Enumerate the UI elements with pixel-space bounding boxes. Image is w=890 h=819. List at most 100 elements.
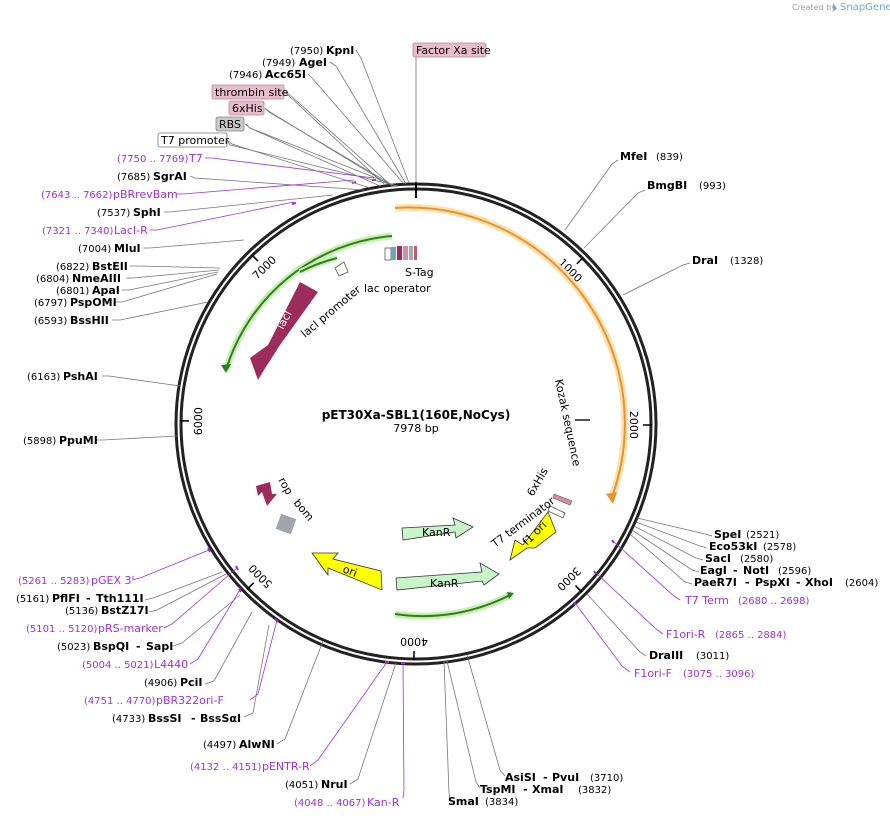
kanr-arrow-2[interactable] bbox=[395, 562, 500, 591]
enzyme-name[interactable]: EagI bbox=[700, 564, 727, 577]
enzyme-name-3[interactable]: XhoI bbox=[805, 576, 833, 589]
enzyme-name-2[interactable]: XmaI bbox=[532, 783, 563, 796]
primer-name[interactable]: L4440 bbox=[154, 658, 188, 671]
bottom-green-glow bbox=[394, 590, 514, 620]
leader-lines-bottom bbox=[443, 654, 506, 801]
his6-label: 6xHis bbox=[524, 465, 551, 498]
enzyme-name[interactable]: SmaI bbox=[448, 795, 479, 808]
lacI-green-arrowhead-icon bbox=[221, 364, 231, 373]
primer-name[interactable]: pBRrevBam bbox=[113, 188, 178, 201]
enzyme-pos: (7004) bbox=[78, 244, 111, 255]
primer-name[interactable]: Kan-R bbox=[367, 796, 400, 809]
kanr-arrow-1[interactable] bbox=[401, 517, 474, 541]
enzyme-name-2[interactable]: NotI bbox=[743, 564, 769, 577]
enzyme-name[interactable]: TspMI bbox=[480, 783, 516, 796]
enzyme-name[interactable]: AsiSI bbox=[505, 771, 536, 784]
thrombin-box[interactable]: thrombin site bbox=[211, 84, 289, 100]
enzyme-name[interactable]: DraIII bbox=[649, 649, 683, 662]
bom-box[interactable] bbox=[275, 513, 297, 535]
enzyme-name[interactable]: ApaI bbox=[92, 284, 120, 297]
enzyme-name[interactable]: Eco53kI bbox=[709, 540, 757, 553]
cds-glow bbox=[394, 204, 629, 499]
lacI-cds-arrow[interactable] bbox=[250, 282, 318, 380]
enzyme-pos: (993) bbox=[699, 181, 726, 192]
rbs-box[interactable]: RBS bbox=[215, 116, 245, 132]
enzyme-name[interactable]: MfeI bbox=[620, 150, 647, 163]
rop-arrow[interactable] bbox=[256, 482, 277, 506]
factor-xa-box[interactable]: Factor Xa site bbox=[412, 42, 491, 58]
enzyme-name[interactable]: BmgBI bbox=[647, 179, 687, 192]
ori-arrow[interactable] bbox=[311, 552, 383, 591]
enzyme-name[interactable]: AlwNI bbox=[239, 738, 275, 751]
t7-promoter-label: T7 promoter bbox=[160, 134, 230, 147]
enzyme-pos: (2580) bbox=[740, 554, 773, 565]
enzyme-pos: (3834) bbox=[485, 797, 518, 808]
primer-name[interactable]: T7 Term bbox=[684, 594, 729, 607]
f1-ori-arrow[interactable] bbox=[509, 511, 557, 561]
enzyme-name[interactable]: BstZ17I bbox=[101, 604, 149, 617]
enzyme-name[interactable]: BspQI bbox=[93, 640, 129, 653]
enzyme-name[interactable]: PflFI bbox=[52, 592, 80, 605]
enzyme-name[interactable]: NruI bbox=[321, 778, 348, 791]
leader-lines-right bbox=[564, 159, 713, 657]
primer-name[interactable]: pBR322ori-F bbox=[156, 694, 224, 707]
enzyme-name-2[interactable]: BssSαI bbox=[200, 712, 241, 725]
enzyme-name[interactable]: DraI bbox=[692, 254, 718, 267]
enzyme-name[interactable]: PciI bbox=[180, 676, 202, 689]
enzyme-pos: (6822) bbox=[56, 262, 89, 273]
primer-name[interactable]: pRS-marker bbox=[98, 622, 163, 635]
enzyme-name[interactable]: KpnI bbox=[326, 44, 354, 57]
enzyme-name[interactable]: PspOMI bbox=[70, 296, 117, 309]
enzyme-name[interactable]: SgrAI bbox=[153, 170, 187, 183]
tick-mark bbox=[574, 585, 583, 593]
enzyme-name[interactable]: Acc65I bbox=[265, 68, 306, 81]
primer-name[interactable]: pGEX 3' bbox=[91, 574, 135, 587]
enzyme-name-2[interactable]: PspXI bbox=[755, 576, 790, 589]
enzyme-name[interactable]: PshAI bbox=[63, 370, 98, 383]
primer-pos: (2865 .. 2884) bbox=[715, 630, 787, 641]
enzyme-sep: - bbox=[136, 640, 141, 653]
lacI-promoter-arrow[interactable] bbox=[299, 257, 338, 273]
enzyme-name[interactable]: AgeI bbox=[299, 56, 327, 69]
bottom-green-arrow[interactable] bbox=[394, 593, 513, 618]
enzyme-sep: - bbox=[191, 712, 196, 725]
primer-pos: (2680 .. 2698) bbox=[738, 596, 810, 607]
enzyme-name[interactable]: BssHII bbox=[70, 314, 109, 327]
his6-feature-icon[interactable] bbox=[552, 493, 573, 506]
primer-name[interactable]: LacI-R bbox=[114, 224, 148, 237]
enzyme-name[interactable]: BstEII bbox=[92, 260, 128, 273]
enzyme-name[interactable]: BssSI bbox=[148, 712, 182, 725]
kanr-label-2: KanR bbox=[430, 577, 459, 590]
enzyme-name-2[interactable]: PvuI bbox=[552, 771, 579, 784]
enzyme-name[interactable]: MluI bbox=[114, 242, 141, 255]
tick-mark bbox=[251, 254, 259, 262]
enzyme-name[interactable]: PpuMI bbox=[59, 434, 98, 447]
his6-box[interactable]: 6xHis bbox=[228, 100, 265, 116]
enzyme-pos: (2596) bbox=[778, 566, 811, 577]
enzyme-name[interactable]: SacI bbox=[705, 552, 731, 565]
enzyme-name[interactable]: SphI bbox=[133, 206, 161, 219]
enzyme-name-2[interactable]: SapI bbox=[146, 640, 173, 653]
cds-arrow[interactable] bbox=[394, 206, 626, 498]
enzyme-name-2[interactable]: Tth111I bbox=[96, 592, 144, 605]
bottom-green-arrowhead-icon bbox=[507, 592, 514, 599]
t7-terminator-icon[interactable] bbox=[547, 505, 566, 519]
primer-name[interactable]: F1ori-R bbox=[666, 628, 706, 641]
primer-pos: (7643 .. 7662) bbox=[41, 190, 113, 201]
enzyme-pos: (7950) bbox=[290, 46, 323, 57]
enzyme-pos: (5136) bbox=[65, 606, 98, 617]
lacI-green-arrow[interactable] bbox=[225, 235, 393, 371]
enzyme-labels-bottom: AsiSI - PvuI (3710) TspMI - XmaI (3832) … bbox=[448, 771, 623, 808]
primer-name[interactable]: F1ori-F bbox=[634, 667, 672, 680]
rop-label: rop bbox=[275, 475, 295, 497]
enzyme-name[interactable]: SpeI bbox=[714, 528, 741, 541]
enzyme-name[interactable]: PaeR7I bbox=[694, 576, 737, 589]
lac-operator-cluster[interactable] bbox=[384, 246, 417, 261]
enzyme-pos: (6593) bbox=[34, 316, 67, 327]
enzyme-sep: - bbox=[745, 576, 750, 589]
enzyme-name[interactable]: NmeAIII bbox=[72, 272, 121, 285]
primer-name[interactable]: pENTR-R bbox=[262, 760, 310, 773]
t7-promoter-box[interactable]: T7 promoter bbox=[157, 132, 230, 148]
primer-name[interactable]: T7 bbox=[188, 152, 203, 165]
snapgene-brand-text: SnapGene bbox=[840, 2, 890, 13]
